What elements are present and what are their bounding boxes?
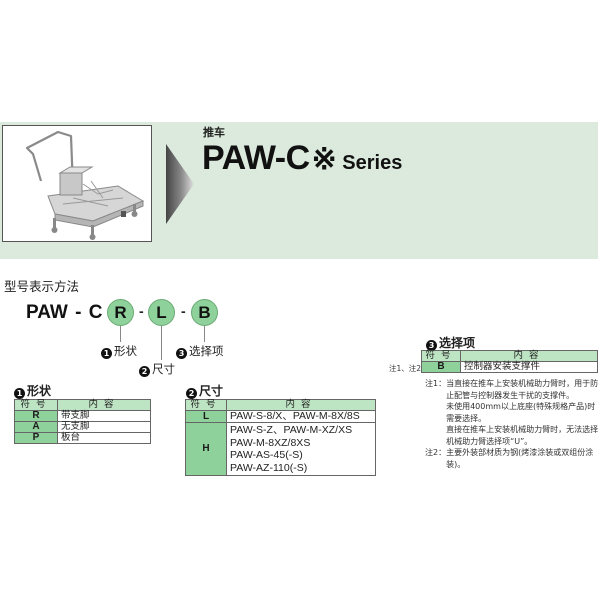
symbol-cell: P: [14, 432, 58, 444]
model-notation-heading: 型号表示方法: [4, 279, 80, 294]
content-cell: PAW-S-Z、PAW-M-XZ/XS PAW-M-8XZ/8XS PAW-AS…: [226, 422, 376, 476]
number-2-icon: 2: [139, 366, 150, 377]
model-line: PAW-AZ-110(-S): [230, 461, 308, 474]
note-text: 未使用400mm以上底座(特殊规格产品)时需要选择。: [446, 402, 596, 423]
model-line: PAW-S-Z、PAW-M-XZ/XS: [230, 424, 353, 436]
number-1-icon: 1: [14, 388, 25, 399]
model-prefix: PAW - C: [26, 302, 103, 323]
number-1-icon: 1: [101, 348, 112, 359]
shape-table: 符号 内容 R 带支脚 A 无支脚 P 板台: [14, 399, 151, 444]
code-circle-size: L: [148, 299, 175, 326]
notes-block: 注1： 当直接在推车上安装机械助力臂时，用于防止配管与控制器发生干扰的支撑件。 …: [425, 378, 600, 470]
content-cell: PAW-S-8/X、PAW-M-8X/8S: [226, 410, 376, 423]
note-2: 注2： 主要外装部材质为钢(烤漆涂装或双组份涂装)。: [425, 447, 600, 470]
table-row: L PAW-S-8/X、PAW-M-8X/8S: [185, 410, 376, 423]
symbol-cell: H: [185, 422, 227, 476]
separator: -: [181, 303, 186, 319]
separator: -: [139, 303, 144, 319]
table-header-row: 符号 内容: [185, 399, 376, 411]
reference-mark-icon: ※: [311, 143, 337, 176]
note-1: 注1： 当直接在推车上安装机械助力臂时，用于防止配管与控制器发生干扰的支撑件。 …: [425, 378, 600, 447]
header-content: 内容: [57, 399, 151, 411]
symbol-cell: L: [185, 410, 227, 423]
series-name: PAW-C: [202, 139, 310, 177]
content-cell: 板台: [57, 432, 151, 444]
header-symbol: 符号: [14, 399, 58, 411]
header-symbol: 符号: [185, 399, 227, 411]
model-line: PAW-AS-45(-S): [230, 449, 303, 461]
symbol-cell: B: [421, 361, 461, 373]
table-header-row: 符号 内容: [14, 399, 151, 411]
symbol-cell: R: [14, 410, 58, 422]
push-cart-illustration: [25, 130, 145, 240]
header-symbol: 符号: [421, 350, 461, 362]
header-content: 内容: [226, 399, 376, 411]
leader-line: [161, 326, 162, 360]
content-cell: 控制器安装支撑件: [460, 361, 598, 373]
note-text: 直接在推车上安装机械助力臂时，无法选择机械助力臂选择项“U”。: [446, 425, 599, 446]
table-row: R 带支脚: [14, 410, 151, 422]
number-3-icon: 3: [176, 348, 187, 359]
note-text: 主要外装部材质为钢(烤漆涂装或双组份涂装)。: [446, 448, 594, 469]
number-3-icon: 3: [426, 340, 437, 351]
note-label: 注1：: [425, 379, 447, 388]
leader-line: [120, 326, 121, 342]
table-row: H PAW-S-Z、PAW-M-XZ/XS PAW-M-8XZ/8XS PAW-…: [185, 422, 376, 476]
symbol-cell: A: [14, 421, 58, 433]
header-content: 内容: [460, 350, 598, 362]
option-side-note: 注1、注2: [389, 364, 422, 373]
product-photo: [2, 125, 152, 242]
content-cell: 无支脚: [57, 421, 151, 433]
code-circle-option: B: [191, 299, 218, 326]
model-line: PAW-M-8XZ/8XS: [230, 436, 311, 449]
table-row: P 板台: [14, 432, 151, 444]
content-cell: 带支脚: [57, 410, 151, 422]
table-row: B 控制器安装支撑件: [421, 361, 598, 373]
option-table: 符号 内容 B 控制器安装支撑件: [421, 350, 598, 373]
series-word: Series: [342, 152, 403, 174]
note-text: 当直接在推车上安装机械助力臂时，用于防止配管与控制器发生干扰的支撑件。: [446, 379, 599, 400]
code-circle-shape: R: [107, 299, 134, 326]
leader-line: [204, 326, 205, 342]
table-row: A 无支脚: [14, 421, 151, 433]
table-header-row: 符号 内容: [421, 350, 598, 362]
banner-subtitle: 推车: [203, 126, 225, 139]
note-label: 注2：: [425, 448, 447, 457]
number-2-icon: 2: [186, 388, 197, 399]
size-table: 符号 内容 L PAW-S-8/X、PAW-M-8X/8S H PAW-S-Z、…: [185, 399, 376, 476]
series-title: PAW-C※Series: [202, 138, 402, 183]
